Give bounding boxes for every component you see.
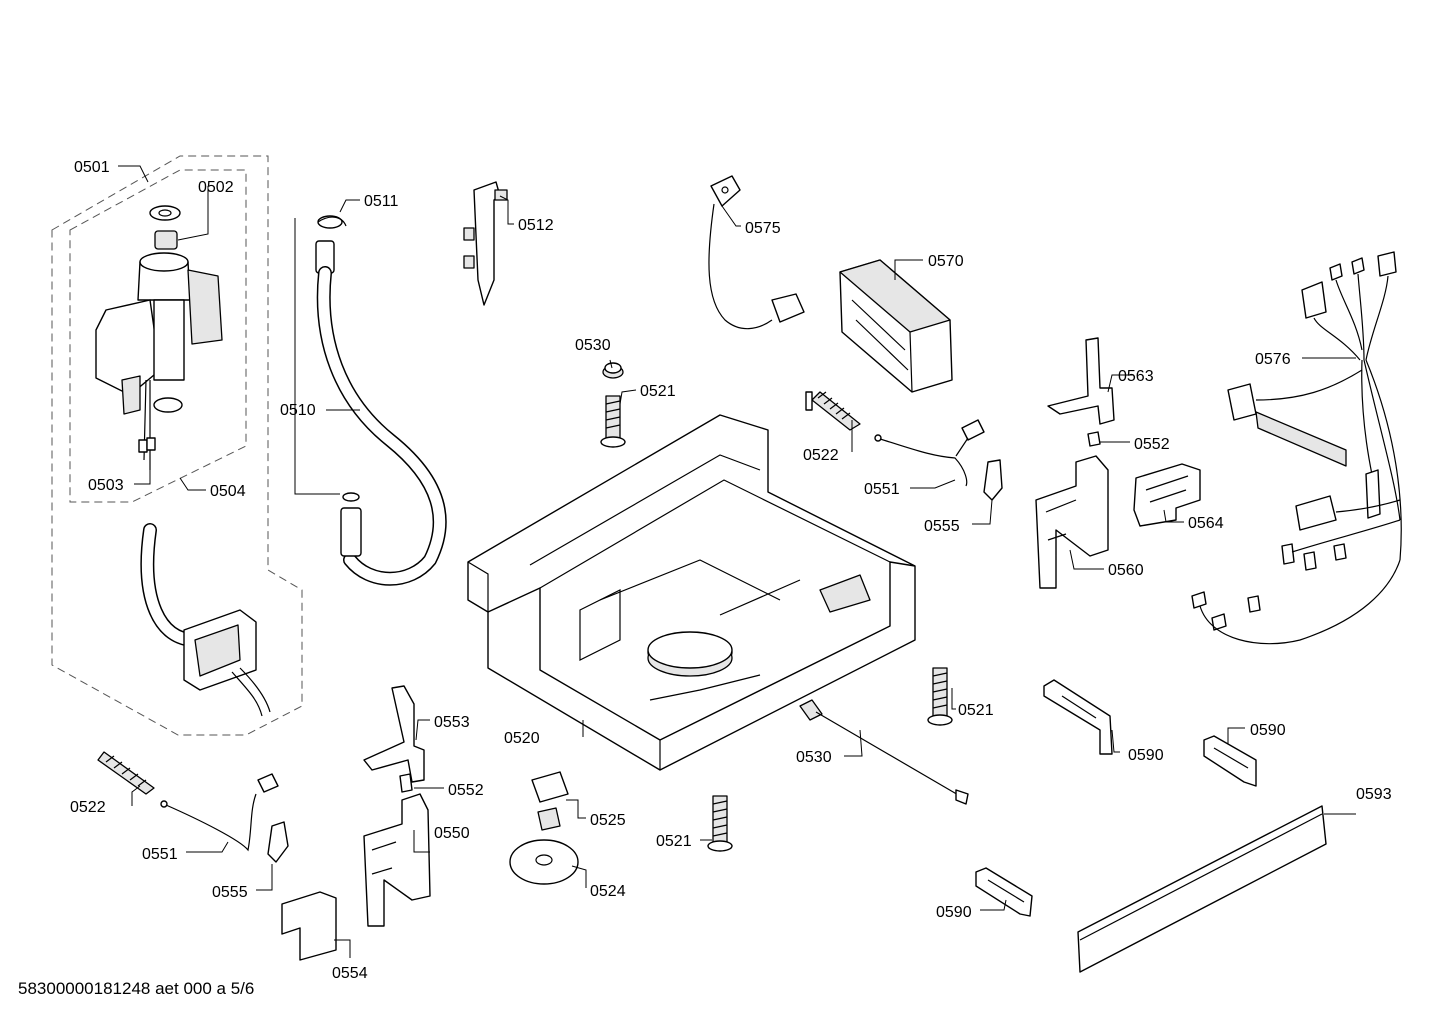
bracket-part-0554 [281, 891, 337, 961]
inlet-hose-part-0504 [140, 523, 271, 717]
callout-0550: 0550 [434, 825, 470, 842]
plinth-strip-part-0593 [1077, 805, 1327, 973]
spring-part-0522-right [805, 391, 861, 431]
foot-part-0530-top [602, 362, 624, 379]
callout-0504: 0504 [210, 483, 246, 500]
callout-0522-right: 0522 [803, 447, 839, 464]
holder-part-0590-right [1203, 735, 1257, 787]
drain-hose-part-0510 [315, 215, 447, 586]
callout-0521-bottom: 0521 [656, 833, 692, 850]
clip-part-0552-left [399, 773, 413, 793]
callout-0520: 0520 [504, 730, 540, 747]
callout-0553: 0553 [434, 714, 470, 731]
inlet-valve-part-0504 [95, 205, 223, 470]
bracket-part-0560 [1035, 455, 1109, 589]
callout-0555-right: 0555 [924, 518, 960, 535]
disc-part-0524 [509, 839, 579, 885]
callout-0503: 0503 [88, 477, 124, 494]
callout-0590-bottom: 0590 [936, 904, 972, 921]
foot-screw-part-0521-bottom [707, 795, 733, 852]
bracket-part-0563 [1047, 337, 1115, 425]
callout-0530-top: 0530 [575, 337, 611, 354]
callout-0554: 0554 [332, 965, 368, 982]
callout-0510: 0510 [280, 402, 316, 419]
callout-0570: 0570 [928, 253, 964, 270]
callout-0501: 0501 [74, 159, 110, 176]
foot-rod-part-0530 [799, 699, 969, 805]
clip-part-0555-left [267, 821, 289, 863]
callout-0564: 0564 [1188, 515, 1224, 532]
callout-0511: 0511 [364, 193, 399, 210]
callout-0524: 0524 [590, 883, 626, 900]
callout-0563: 0563 [1118, 368, 1154, 385]
callout-0551-right: 0551 [864, 481, 900, 498]
foot-screw-part-0521-right [927, 667, 953, 726]
inlet-assembly-group-outline [51, 155, 303, 736]
callout-0512: 0512 [518, 217, 554, 234]
bracket-part-0550 [363, 793, 431, 927]
callout-0551-left: 0551 [142, 846, 178, 863]
callout-0552-right: 0552 [1134, 436, 1170, 453]
callout-0560: 0560 [1108, 562, 1144, 579]
callout-0593: 0593 [1356, 786, 1392, 803]
callout-0530-rod: 0530 [796, 749, 832, 766]
callout-0575: 0575 [745, 220, 781, 237]
foot-screw-part-0521-top [600, 395, 626, 448]
leader-lines [118, 165, 1356, 958]
wiring-harness-part-0576 [1191, 251, 1402, 645]
callout-0522-left: 0522 [70, 799, 106, 816]
bracket-part-0564 [1133, 463, 1201, 527]
float-bracket-part-0512 [463, 181, 508, 306]
holder-part-0590-top [1043, 679, 1113, 755]
clip-part-0555-right [983, 459, 1003, 501]
holder-part-0590-bottom [975, 867, 1033, 917]
callout-0552-left: 0552 [448, 782, 484, 799]
document-reference: 58300000181248 aet 000 a 5/6 [18, 979, 255, 998]
callout-0525: 0525 [590, 812, 626, 829]
callout-0521-right: 0521 [958, 702, 994, 719]
callout-0502: 0502 [198, 179, 234, 196]
bracket-part-0553 [363, 685, 425, 783]
clip-part-0552-right [1087, 431, 1101, 447]
spring-part-0522-left [97, 751, 155, 795]
callout-0521-top: 0521 [640, 383, 676, 400]
power-cord-part-0575 [708, 175, 805, 330]
base-tub-part-0520 [467, 414, 916, 771]
callout-labels: 0501 0502 0503 0504 0510 0511 0512 0520 … [70, 159, 1392, 982]
fitting-part-0525 [531, 771, 569, 831]
sensor-cable-part-0551-right [874, 419, 985, 487]
sensor-cable-part-0551-left [160, 773, 279, 852]
control-module-part-0570 [839, 259, 953, 393]
callout-0576: 0576 [1255, 351, 1291, 368]
callout-0590-right: 0590 [1250, 722, 1286, 739]
callout-0590-top: 0590 [1128, 747, 1164, 764]
callout-0555-left: 0555 [212, 884, 248, 901]
